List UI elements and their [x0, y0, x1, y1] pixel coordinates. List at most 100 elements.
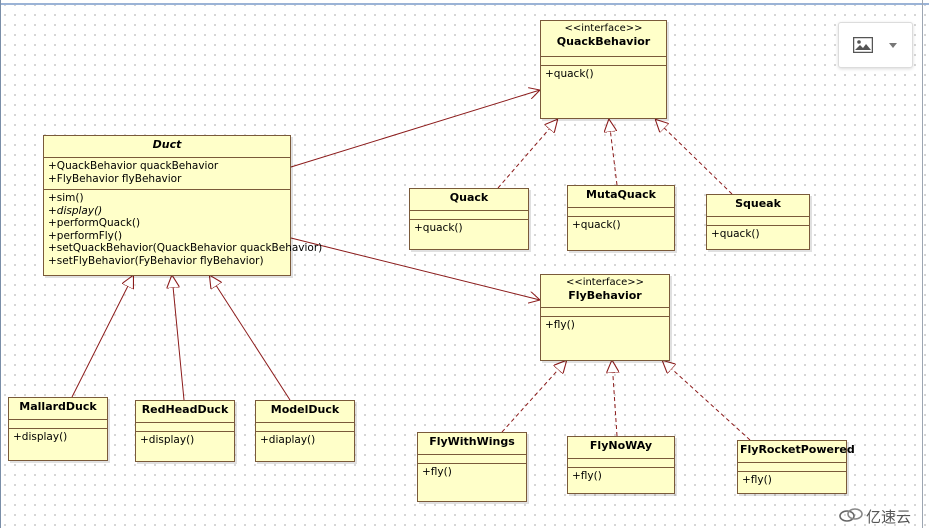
class-name: FlyRocketPowered	[740, 443, 855, 456]
method: +display()	[13, 431, 68, 443]
method: +sim()	[48, 192, 84, 204]
class-header: Quack	[410, 189, 528, 211]
class-name: FlyWithWings	[429, 435, 515, 448]
methods-compartment: +quack()	[568, 217, 674, 234]
class-mallardduck[interactable]: MallardDuck +display()	[8, 397, 108, 461]
method: +performFly()	[48, 229, 123, 242]
class-header: FlyWithWings	[418, 433, 526, 455]
methods-compartment: +display()	[9, 429, 107, 446]
method: +quack()	[545, 68, 594, 80]
image-button[interactable]	[838, 22, 913, 68]
class-header: ModelDuck	[256, 401, 354, 423]
class-duct[interactable]: Duct +QuackBehavior quackBehavior +FlyBe…	[43, 135, 323, 276]
method: +fly()	[572, 470, 602, 482]
attribute: +QuackBehavior quackBehavior	[48, 160, 219, 172]
class-header: Duct	[44, 136, 290, 158]
methods-compartment: +fly()	[738, 472, 846, 489]
right-border	[922, 0, 923, 528]
methods-compartment: +quack()	[410, 220, 528, 237]
method: +quack()	[572, 219, 621, 231]
class-header: FlyNoWAy	[568, 437, 674, 459]
stereotype: <<interface>>	[565, 277, 645, 288]
left-border	[0, 0, 1, 528]
attributes-compartment	[256, 423, 354, 432]
class-redheadduck[interactable]: RedHeadDuck +display()	[135, 400, 235, 462]
realization-mutaquack	[609, 120, 618, 186]
class-name: MutaQuack	[586, 188, 656, 201]
attributes-compartment	[738, 463, 846, 472]
method: +quack()	[414, 222, 463, 234]
methods-compartment: +quack()	[707, 226, 809, 243]
watermark-text: 亿速云	[866, 508, 912, 526]
class-name: MallardDuck	[19, 400, 97, 413]
method: +setFlyBehavior(FyBehavior flyBehavior)	[48, 254, 264, 267]
class-header: <<interface>> FlyBehavior	[541, 275, 669, 308]
methods-compartment: +fly()	[541, 317, 669, 334]
class-header: FlyRocketPowered	[738, 441, 855, 463]
class-quack[interactable]: Quack +quack()	[409, 188, 529, 250]
attribute: +FlyBehavior flyBehavior	[48, 172, 182, 185]
attributes-compartment	[9, 420, 107, 429]
attributes-compartment	[568, 208, 674, 217]
interface-flybehavior[interactable]: <<interface>> FlyBehavior +fly()	[540, 274, 670, 361]
methods-compartment: +display()	[136, 432, 234, 449]
methods-compartment: +sim() +display() +performQuack() +perfo…	[44, 190, 323, 269]
class-name: FlyBehavior	[568, 289, 642, 302]
class-name: QuackBehavior	[556, 35, 651, 48]
watermark-logo-icon	[839, 508, 863, 522]
chevron-down-icon[interactable]	[889, 43, 897, 48]
class-squeak[interactable]: Squeak +quack()	[706, 194, 810, 250]
class-flywithwings[interactable]: FlyWithWings +fly()	[417, 432, 527, 502]
methods-compartment: +quack()	[541, 66, 666, 83]
association-duct-flybehavior	[290, 237, 540, 300]
class-flynoway[interactable]: FlyNoWAy +fly()	[567, 436, 675, 494]
class-name: RedHeadDuck	[141, 403, 229, 416]
method: +diaplay()	[260, 434, 316, 446]
association-duct-quackbehavior	[290, 90, 540, 168]
method: +fly()	[422, 466, 452, 478]
attributes-compartment	[707, 217, 809, 226]
method: +setQuackBehavior(QuackBehavior quackBeh…	[48, 242, 323, 254]
generalization-redheadduck	[172, 276, 185, 401]
class-name: FlyNoWAy	[589, 439, 653, 452]
methods-compartment: +diaplay()	[256, 432, 354, 449]
class-name: Quack	[449, 191, 489, 204]
class-name: ModelDuck	[270, 403, 340, 416]
realization-flynoway	[612, 361, 617, 437]
method: +performQuack()	[48, 217, 141, 229]
attributes-compartment	[418, 455, 526, 464]
class-name: Squeak	[735, 197, 781, 210]
class-mutaquack[interactable]: MutaQuack +quack()	[567, 185, 675, 251]
realization-squeak	[656, 120, 733, 195]
method: +fly()	[742, 474, 772, 486]
class-name: Duct	[152, 138, 182, 151]
method: +quack()	[711, 228, 760, 240]
methods-compartment: +fly()	[418, 464, 526, 481]
attributes-compartment: +QuackBehavior quackBehavior +FlyBehavio…	[44, 158, 290, 190]
class-header: <<interface>> QuackBehavior	[541, 21, 666, 57]
image-icon	[853, 37, 873, 53]
class-modelduck[interactable]: ModelDuck +diaplay()	[255, 400, 355, 462]
methods-compartment: +fly()	[568, 468, 674, 485]
top-border	[0, 3, 929, 5]
generalization-mallardduck	[71, 276, 133, 398]
stereotype: <<interface>>	[564, 23, 643, 34]
method: +display()	[48, 204, 103, 217]
attributes-compartment	[541, 57, 666, 66]
generalization-modelduck	[210, 276, 291, 401]
attributes-compartment	[410, 211, 528, 220]
class-header: MutaQuack	[568, 186, 674, 208]
realization-flyrocketpowered	[663, 361, 751, 441]
class-header: MallardDuck	[9, 398, 107, 420]
realization-quack	[497, 120, 557, 189]
class-header: RedHeadDuck	[136, 401, 234, 423]
realization-flywithwings	[501, 361, 566, 433]
attributes-compartment	[136, 423, 234, 432]
interface-quackbehavior[interactable]: <<interface>> QuackBehavior +quack()	[540, 20, 667, 119]
attributes-compartment	[568, 459, 674, 468]
class-flyrocketpowered[interactable]: FlyRocketPowered +fly()	[737, 440, 855, 494]
method: +fly()	[545, 319, 575, 331]
attributes-compartment	[541, 308, 669, 317]
